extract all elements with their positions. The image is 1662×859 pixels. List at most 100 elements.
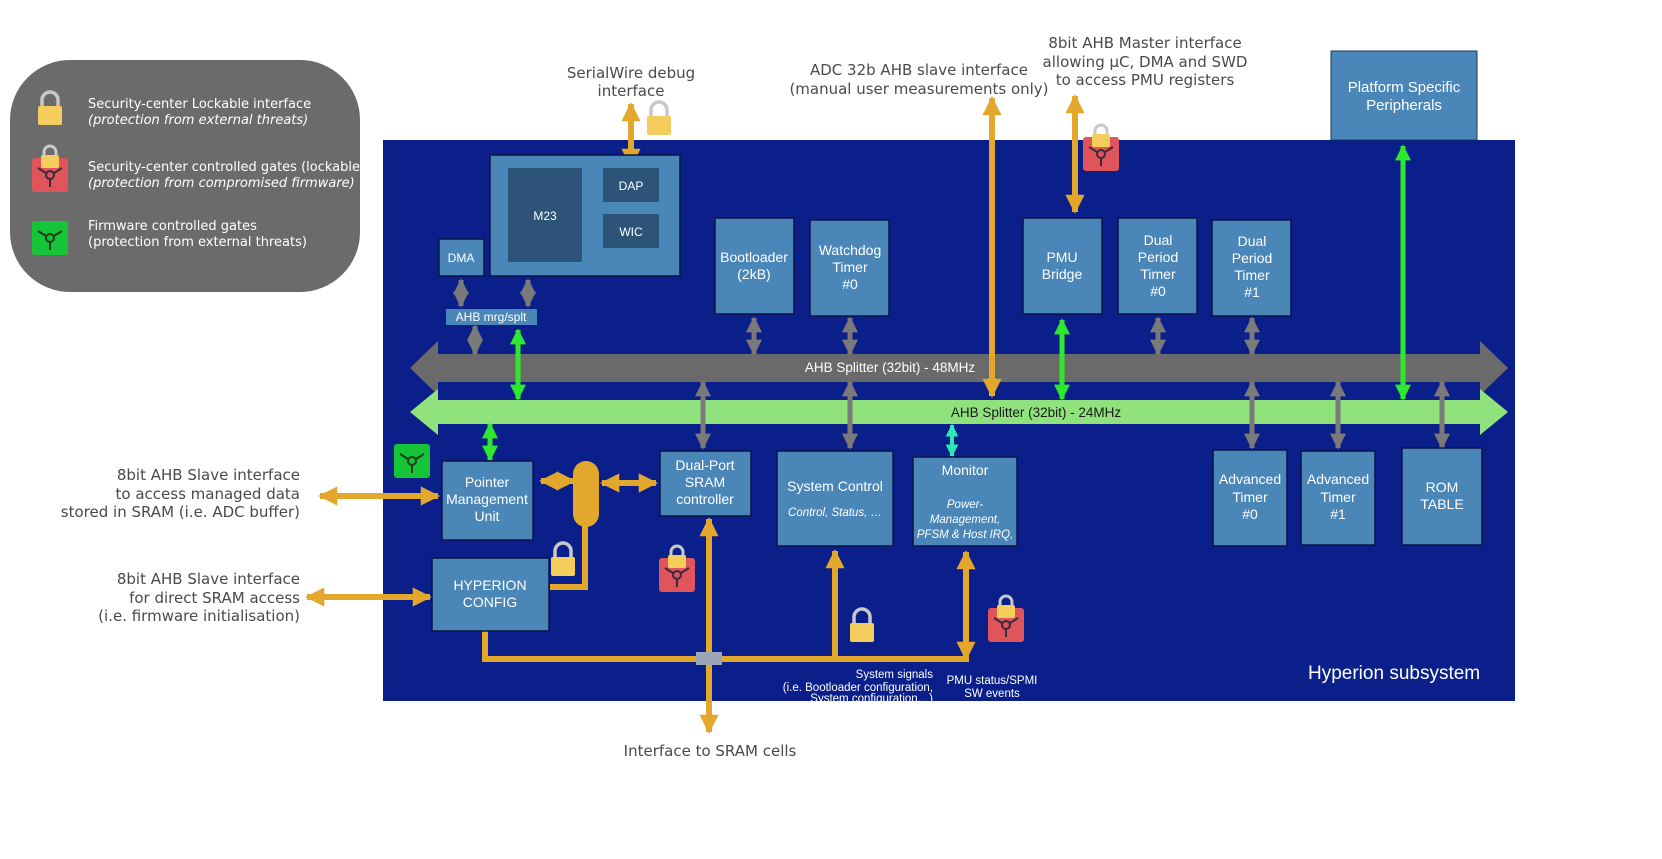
hyperion-subsystem-label: Hyperion subsystem — [1308, 663, 1480, 684]
dual-timer1-l2: Period — [1232, 250, 1272, 266]
pmu-master-l1: 8bit AHB Master interface — [1048, 34, 1241, 52]
pmu-master-l3: to access PMU registers — [1056, 71, 1235, 89]
adv-timer1-l1: Advanced — [1307, 471, 1369, 487]
lock-icon — [645, 100, 673, 137]
advanced-timer0-block: Advanced Timer #0 — [1212, 449, 1288, 547]
pmu-bridge-block: PMU Bridge — [1022, 217, 1103, 315]
adv-timer0-l3: #0 — [1242, 506, 1258, 522]
sram-mux — [573, 461, 599, 527]
dual-timer1-l4: #1 — [1244, 284, 1260, 300]
legend-firmware-sub: (protection from external threats) — [88, 235, 307, 250]
ahb-48mhz-bus — [410, 341, 1508, 395]
hyperion-config-block: HYPERION CONFIG — [431, 557, 550, 632]
legend-firmware-title: Firmware controlled gates — [88, 219, 257, 234]
sram-cells-label: Interface to SRAM cells — [624, 742, 797, 760]
bootloader-block: Bootloader (2kB) — [714, 217, 795, 315]
m23-block — [508, 168, 582, 262]
managed-data-l1: 8bit AHB Slave interface — [117, 466, 300, 484]
pmu-status-l1: PMU status/SPMI — [947, 675, 1038, 687]
system-signals-l2: (i.e. Bootloader configuration, — [783, 682, 933, 694]
dual-timer0-l1: Dual — [1144, 232, 1173, 248]
adc-interface-l2: (manual user measurements only) — [789, 80, 1048, 98]
pmu-status-l2: SW events — [964, 688, 1020, 700]
ahb-24mhz-bus — [410, 389, 1508, 435]
ahb-merge-split — [446, 309, 537, 325]
adc-interface-l1: ADC 32b AHB slave interface — [810, 61, 1028, 79]
dual-port-l3: controller — [676, 491, 734, 507]
hyperion-config-l1: HYPERION — [453, 577, 526, 593]
wic-label: WIC — [619, 225, 643, 239]
rom-table-block: ROM TABLE — [1401, 447, 1483, 546]
bus-crossing — [696, 652, 722, 665]
dual-timer1-l1: Dual — [1238, 233, 1267, 249]
managed-data-l2: to access managed data — [116, 485, 300, 503]
legend-panel — [10, 60, 360, 292]
system-signals-l3: System configuration…) — [810, 693, 933, 705]
dual-period-timer1-block: Dual Period Timer #1 — [1211, 219, 1292, 317]
legend-controlled-sub: (protection from compromised firmware) — [88, 176, 355, 191]
rom-table-l1: ROM — [1426, 479, 1459, 495]
legend-lockable-title: Security-center Lockable interface — [88, 97, 311, 112]
watchdog-l3: #0 — [842, 276, 858, 292]
pointer-mgmt-l2: Management — [446, 491, 528, 507]
system-control-sub: Control, Status, … — [788, 507, 882, 519]
grey-connectors — [452, 278, 1451, 450]
ahb-merge-split-label: AHB mrg/splt — [456, 310, 527, 324]
dual-port-sram-controller-block: Dual-Port SRAM controller — [659, 450, 752, 517]
green-gate-icon — [31, 220, 69, 256]
system-control-title: System Control — [787, 478, 883, 494]
red-gate-lock-icon — [1081, 123, 1121, 173]
platform-peripherals-box — [1330, 50, 1478, 141]
system-signals-l1: System signals — [856, 669, 934, 681]
serialwire-l1: SerialWire debug — [567, 64, 695, 82]
pmu-bridge-l1: PMU — [1046, 249, 1077, 265]
m23-label: M23 — [533, 209, 557, 223]
legend: Security-center Lockable interface (prot… — [10, 60, 365, 292]
pmu-bridge-l2: Bridge — [1042, 266, 1083, 282]
legend-lockable-sub: (protection from external threats) — [88, 113, 308, 128]
monitor-sub-l1: Power- — [947, 499, 983, 511]
watchdog-l1: Watchdog — [819, 242, 882, 258]
direct-sram-l1: 8bit AHB Slave interface — [117, 570, 300, 588]
watchdog-l2: Timer — [832, 259, 868, 275]
dual-timer0-l4: #0 — [1150, 283, 1166, 299]
wic-block — [603, 214, 659, 248]
pmu-master-l2: allowing µC, DMA and SWD — [1043, 53, 1248, 71]
pointer-mgmt-l3: Unit — [475, 508, 500, 524]
rom-table-l2: TABLE — [1420, 496, 1463, 512]
monitor-sub-l2: Management, — [930, 514, 1000, 526]
bootloader-l1: Bootloader — [720, 249, 788, 265]
pointer-management-block: Pointer Management Unit — [441, 460, 534, 541]
dual-port-l1: Dual-Port — [675, 457, 734, 473]
dual-timer0-l2: Period — [1138, 249, 1178, 265]
platform-peripherals-line1: Platform Specific — [1348, 79, 1461, 96]
green-gate-icon — [393, 443, 431, 479]
dual-timer1-l3: Timer — [1234, 267, 1270, 283]
ahb-24mhz-label: AHB Splitter (32bit) - 24MHz — [951, 405, 1122, 420]
managed-data-l3: stored in SRAM (i.e. ADC buffer) — [61, 503, 300, 521]
monitor-block: Monitor Power- Management, PFSM & Host I… — [912, 456, 1018, 547]
adv-timer0-l1: Advanced — [1219, 471, 1281, 487]
direct-sram-l2: for direct SRAM access — [129, 589, 300, 607]
adv-timer0-l2: Timer — [1232, 489, 1268, 505]
dual-period-timer0-block: Dual Period Timer #0 — [1117, 217, 1198, 315]
direct-sram-l3: (i.e. firmware initialisation) — [98, 607, 300, 625]
pointer-mgmt-l1: Pointer — [465, 474, 510, 490]
adv-timer1-l2: Timer — [1320, 489, 1356, 505]
dma-label: DMA — [448, 251, 475, 265]
bootloader-l2: (2kB) — [737, 266, 770, 282]
hyperion-config-l2: CONFIG — [463, 594, 517, 610]
watchdog-timer-block: Watchdog Timer #0 — [809, 219, 890, 317]
green-connectors — [481, 144, 1412, 462]
adv-timer1-l3: #1 — [1330, 506, 1346, 522]
ahb-48mhz-label: AHB Splitter (32bit) - 48MHz — [805, 360, 976, 375]
legend-controlled-title: Security-center controlled gates (lockab… — [88, 160, 365, 175]
monitor-title: Monitor — [942, 462, 989, 478]
monitor-sub-l3: PFSM & Host IRQ, — [917, 529, 1014, 541]
platform-peripherals-line2: Peripherals — [1366, 97, 1442, 114]
dual-timer0-l3: Timer — [1140, 266, 1176, 282]
serialwire-l2: interface — [598, 82, 665, 100]
dual-port-l2: SRAM — [685, 474, 725, 490]
advanced-timer1-block: Advanced Timer #1 — [1300, 450, 1376, 546]
